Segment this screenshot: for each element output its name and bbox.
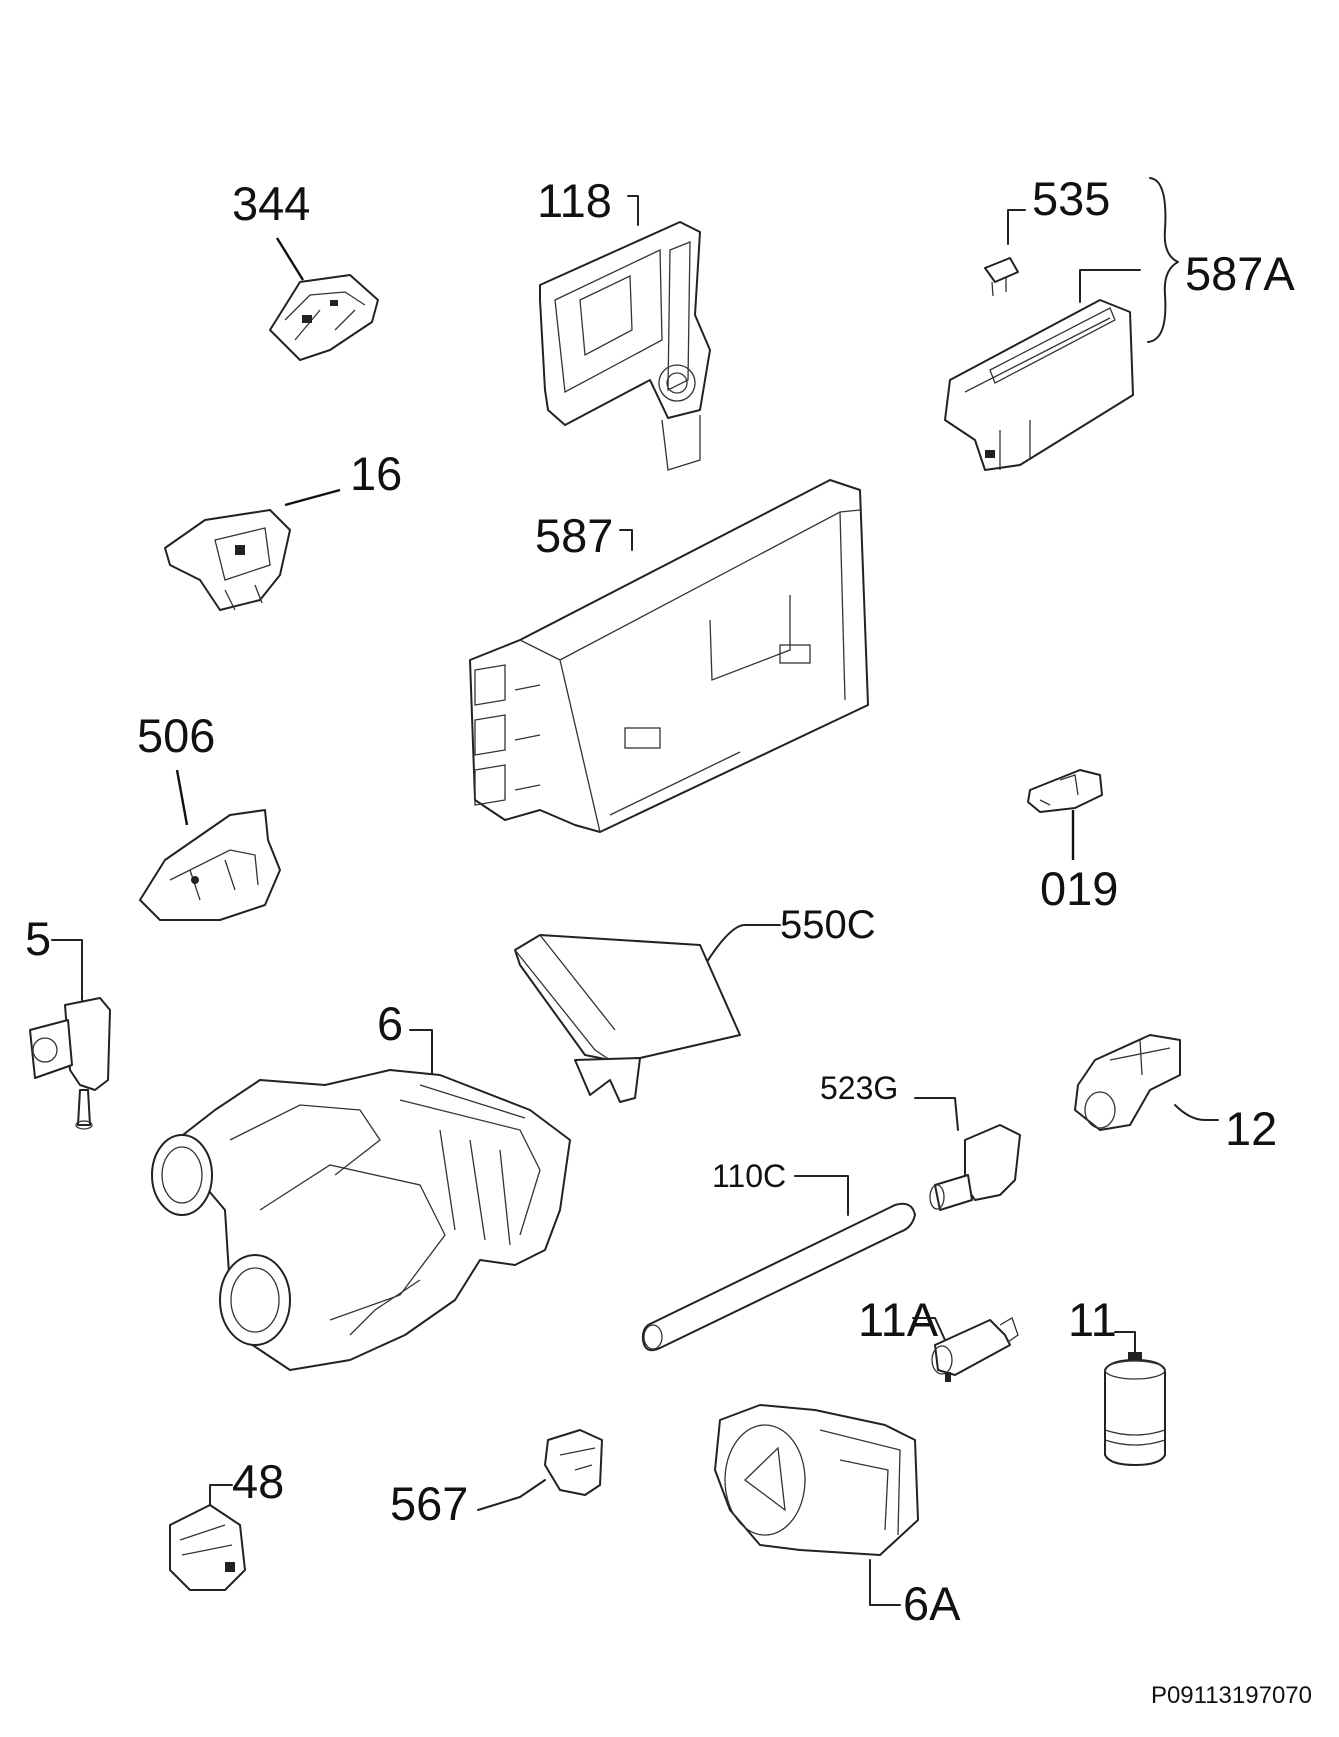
part-587-drawing xyxy=(469,479,869,833)
part-6a-drawing xyxy=(714,1404,919,1606)
part-11-drawing xyxy=(1104,1331,1166,1466)
part-567-drawing xyxy=(477,1429,603,1511)
part-label-48: 48 xyxy=(232,1455,285,1508)
part-label-587a: 587A xyxy=(1185,247,1295,300)
part-label-12: 12 xyxy=(1225,1102,1278,1155)
part-019-drawing xyxy=(1027,769,1103,860)
drawing-code: P09113197070 xyxy=(1150,1682,1312,1709)
part-label-11a: 11A xyxy=(858,1293,939,1346)
part-label-019: 019 xyxy=(1040,862,1119,915)
part-16-drawing xyxy=(164,488,341,611)
part-48-drawing xyxy=(169,1484,246,1591)
part-523g-drawing xyxy=(914,1097,1021,1211)
part-label-550c: 550C xyxy=(780,903,876,947)
part-label-523g: 523G xyxy=(820,1070,899,1106)
part-12-drawing xyxy=(1074,1034,1219,1131)
part-label-5: 5 xyxy=(25,912,52,965)
part-label-118: 118 xyxy=(537,174,612,227)
part-label-567: 567 xyxy=(390,1477,469,1530)
part-label-11: 11 xyxy=(1068,1293,1117,1346)
part-118-drawing xyxy=(539,195,711,471)
part-550c-drawing xyxy=(514,924,781,1103)
part-label-587: 587 xyxy=(535,509,614,562)
part-344-drawing xyxy=(269,237,379,361)
part-label-6a: 6A xyxy=(903,1577,961,1630)
part-label-506: 506 xyxy=(137,709,216,762)
part-label-344: 344 xyxy=(232,177,311,230)
part-11a-drawing xyxy=(912,1317,1019,1382)
part-6-drawing xyxy=(151,1029,571,1371)
part-label-535: 535 xyxy=(1032,172,1111,225)
part-5-drawing xyxy=(29,939,111,1130)
part-label-6: 6 xyxy=(377,997,404,1050)
part-110c-drawing xyxy=(641,1175,916,1352)
part-label-110c: 110C xyxy=(712,1158,787,1194)
part-587a-drawing xyxy=(944,177,1179,471)
part-506-drawing xyxy=(139,769,281,921)
part-label-16: 16 xyxy=(350,447,403,500)
